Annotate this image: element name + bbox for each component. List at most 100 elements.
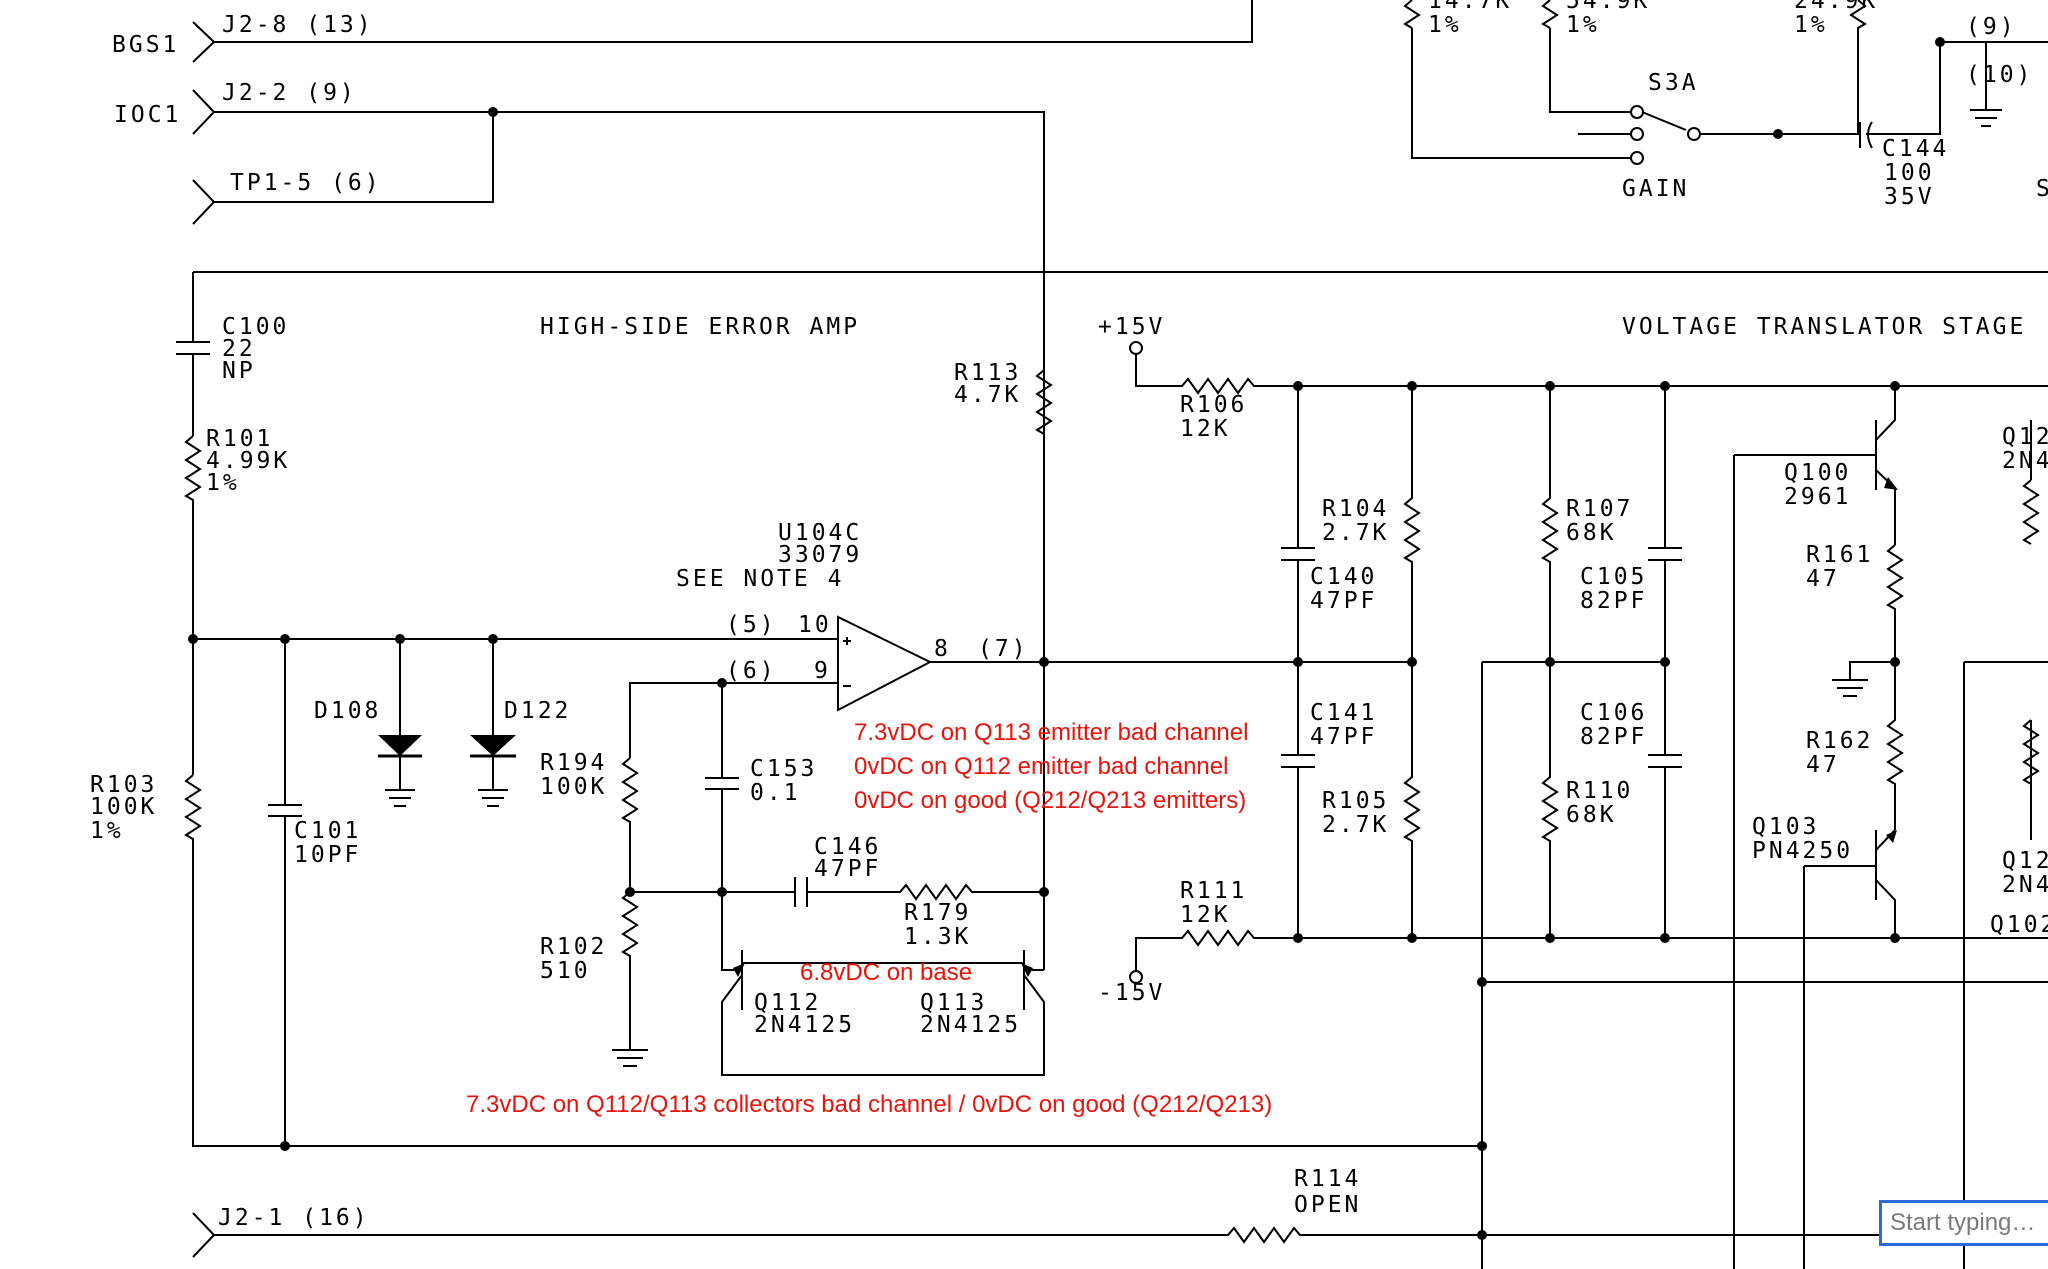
section-title-translator: VOLTAGE TRANSLATOR STAGE: [1622, 314, 2026, 340]
r107-ref: R107: [1566, 496, 1633, 522]
r179-ref: R179: [904, 900, 971, 926]
r179-value: 1.3K: [904, 924, 971, 950]
value-24-9k: 24.9K: [1794, 0, 1878, 14]
r101-ref: R101: [206, 426, 273, 452]
u104-part: 33079: [778, 542, 862, 568]
tolerance-label: 1%: [1566, 12, 1600, 38]
r111-ref: R111: [1180, 878, 1247, 904]
pin-label-10: (10): [1966, 62, 2033, 88]
connector-pin-j2-2: J2-2 (9): [222, 80, 357, 106]
d108-ref: D108: [314, 698, 381, 724]
r113-ref: R113: [954, 360, 1021, 386]
u104-pin-10: 10: [798, 612, 832, 638]
c153-value: 0.1: [750, 780, 801, 806]
r103-tolerance: 1%: [90, 818, 124, 844]
c153-ref: C153: [750, 756, 817, 782]
edge-label: 2N4: [2002, 872, 2048, 898]
r114-ref: R114: [1294, 1166, 1361, 1192]
r106-value: 12K: [1180, 416, 1231, 442]
r102-ref: R102: [540, 934, 607, 960]
c140-value: 47PF: [1310, 588, 1377, 614]
edge-label: Q12: [2002, 848, 2048, 874]
u104-pin-6: (6): [726, 658, 777, 684]
r161-value: 47: [1806, 566, 1840, 592]
pin-label-9: (9): [1966, 14, 2017, 40]
tolerance-label: 1%: [1428, 12, 1462, 38]
annotation-q112-emitter: 0vDC on Q112 emitter bad channel: [854, 753, 1228, 780]
c146-value: 47PF: [814, 856, 881, 882]
r110-ref: R110: [1566, 778, 1633, 804]
c100-value: 22: [222, 336, 256, 362]
r104-value: 2.7K: [1322, 520, 1389, 546]
connector-net-ioc1: IOC1: [114, 102, 181, 128]
c106-value: 82PF: [1580, 724, 1647, 750]
q112-ref: Q112: [754, 990, 821, 1016]
r161-ref: R161: [1806, 542, 1873, 568]
q103-ref: Q103: [1752, 814, 1819, 840]
c144-ref: C144: [1882, 136, 1949, 162]
junction-dots: [188, 37, 1945, 1240]
d122-ref: D122: [504, 698, 571, 724]
c105-value: 82PF: [1580, 588, 1647, 614]
r101-value: 4.99K: [206, 448, 290, 474]
q113-ref: Q113: [920, 990, 987, 1016]
section-title-error-amp: HIGH-SIDE ERROR AMP: [540, 314, 860, 340]
u104-pin-8: 8: [934, 636, 951, 662]
q113-part: 2N4125: [920, 1012, 1021, 1038]
c101-value: 10PF: [294, 842, 361, 868]
r103-value: 100K: [90, 794, 157, 820]
c144-voltage: 35V: [1884, 184, 1935, 210]
connector-net-bgs1: BGS1: [112, 32, 179, 58]
q100-part: 2961: [1784, 484, 1851, 510]
r194-value: 100K: [540, 774, 607, 800]
tolerance-label: 1%: [1794, 12, 1828, 38]
annotation-base-voltage: 6.8vDC on base: [800, 959, 972, 986]
r103-ref: R103: [90, 772, 157, 798]
annotation-input-placeholder: Start typing…: [1890, 1209, 2036, 1236]
connector-pin-tp1-5: TP1-5 (6): [230, 170, 382, 196]
u104-pin-7: (7): [978, 636, 1029, 662]
r110-value: 68K: [1566, 802, 1617, 828]
r162-value: 47: [1806, 752, 1840, 778]
r105-value: 2.7K: [1322, 812, 1389, 838]
r106-ref: R106: [1180, 392, 1247, 418]
c141-ref: C141: [1310, 700, 1377, 726]
c100-type: NP: [222, 358, 256, 384]
connector-pin-j2-1: J2-1 (16): [218, 1205, 370, 1231]
c144-value: 100: [1884, 160, 1935, 186]
u104-ref: U104C: [778, 520, 862, 546]
c146-ref: C146: [814, 834, 881, 860]
value-14-7k: 14.7K: [1428, 0, 1512, 14]
annotation-good-emitters: 0vDC on good (Q212/Q213 emitters): [854, 787, 1246, 814]
c140-ref: C140: [1310, 564, 1377, 590]
u104-note: SEE NOTE 4: [676, 566, 844, 592]
q112-part: 2N4125: [754, 1012, 855, 1038]
edge-label: S: [2036, 176, 2048, 202]
r107-value: 68K: [1566, 520, 1617, 546]
connector-pin-j2-8: J2-8 (13): [222, 12, 374, 38]
value-54-9k: 54.9K: [1566, 0, 1650, 14]
annotation-collectors: 7.3vDC on Q112/Q113 collectors bad chann…: [466, 1091, 1272, 1118]
q100-ref: Q100: [1784, 460, 1851, 486]
c101-ref: C101: [294, 818, 361, 844]
schematic-wiring: [176, 0, 2048, 1269]
c141-value: 47PF: [1310, 724, 1377, 750]
annotation-text-input[interactable]: Start typing…: [1879, 1200, 2048, 1246]
supply-positive: +15V: [1098, 314, 1165, 340]
r101-tolerance: 1%: [206, 470, 240, 496]
measurement-annotations: 7.3vDC on Q113 emitter bad channel 0vDC …: [466, 719, 1272, 1118]
r194-ref: R194: [540, 750, 607, 776]
edge-label: Q12: [2002, 424, 2048, 450]
r102-value: 510: [540, 958, 591, 984]
u104-pin-5: (5): [726, 612, 777, 638]
r162-ref: R162: [1806, 728, 1873, 754]
switch-ref: S3A: [1648, 70, 1699, 96]
r114-value: OPEN: [1294, 1192, 1361, 1218]
r104-ref: R104: [1322, 496, 1389, 522]
r105-ref: R105: [1322, 788, 1389, 814]
u104-pin-9: 9: [814, 658, 831, 684]
c106-ref: C106: [1580, 700, 1647, 726]
r113-value: 4.7K: [954, 382, 1021, 408]
component-labels: BGS1 J2-8 (13) IOC1 J2-2 (9) TP1-5 (6) J…: [90, 0, 2048, 1231]
